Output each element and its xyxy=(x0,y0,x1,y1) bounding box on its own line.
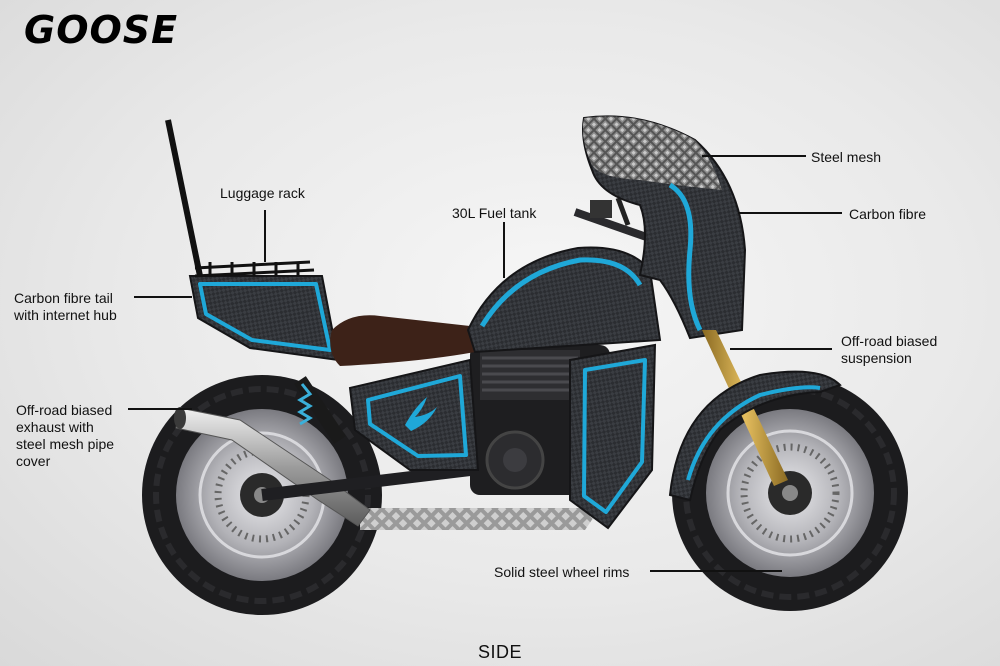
fuel-tank xyxy=(468,247,660,352)
skid-plate xyxy=(360,508,600,530)
seat xyxy=(330,315,475,366)
label-suspension-line1: Off-road biased xyxy=(841,333,937,350)
view-label: SIDE xyxy=(0,642,1000,663)
label-carbon-tail: Carbon fibre tail with internet hub xyxy=(14,290,117,324)
label-exhaust-line2: exhaust with xyxy=(16,419,114,436)
front-frame-panel xyxy=(570,345,655,528)
carbon-tail xyxy=(190,276,338,360)
label-suspension: Off-road biased suspension xyxy=(841,333,937,367)
label-steel-mesh: Steel mesh xyxy=(811,149,881,166)
label-carbon-tail-line2: with internet hub xyxy=(14,307,117,324)
label-fuel-tank: 30L Fuel tank xyxy=(452,205,536,222)
label-luggage-rack: Luggage rack xyxy=(220,185,305,202)
label-carbon-tail-line1: Carbon fibre tail xyxy=(14,290,117,307)
label-carbon-fibre: Carbon fibre xyxy=(849,206,926,223)
label-wheel-rims: Solid steel wheel rims xyxy=(494,564,629,581)
label-exhaust: Off-road biased exhaust with steel mesh … xyxy=(16,402,114,470)
label-exhaust-line1: Off-road biased xyxy=(16,402,114,419)
label-exhaust-line4: cover xyxy=(16,453,114,470)
label-exhaust-line3: steel mesh pipe xyxy=(16,436,114,453)
label-suspension-line2: suspension xyxy=(841,350,937,367)
